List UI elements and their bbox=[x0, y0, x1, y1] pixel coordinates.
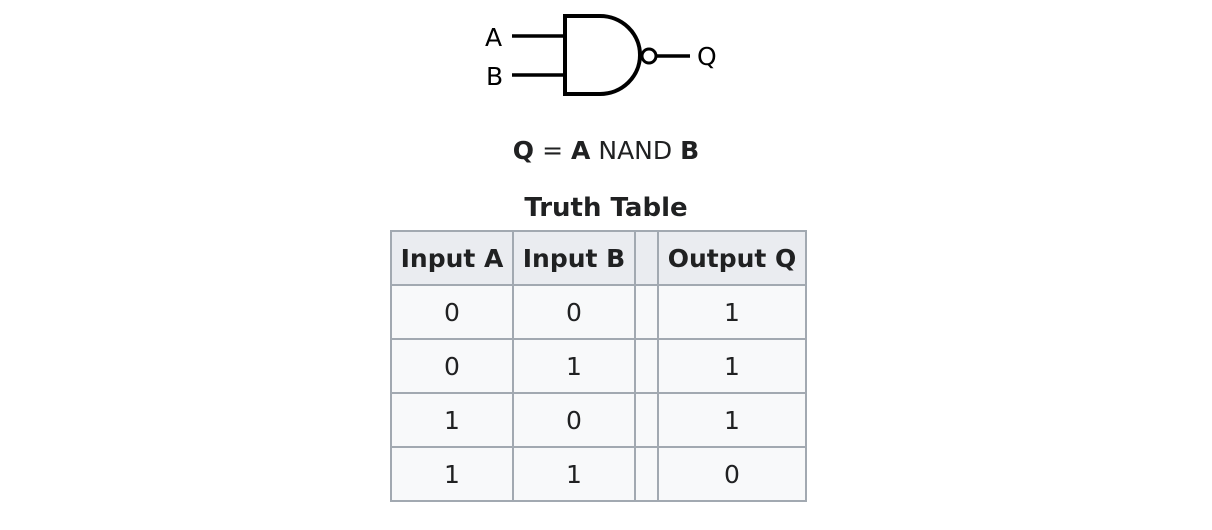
table-header-row: Input A Input B Output Q bbox=[390, 230, 807, 286]
table-row: 1 1 0 bbox=[390, 446, 807, 502]
table-row: 0 0 1 bbox=[390, 284, 807, 340]
header-input-a: Input A bbox=[390, 230, 514, 286]
input-b-label: B bbox=[486, 62, 503, 91]
cell-separator bbox=[634, 338, 659, 394]
table-row: 0 1 1 bbox=[390, 338, 807, 394]
cell-input-a: 0 bbox=[390, 338, 514, 394]
cell-input-b: 0 bbox=[512, 284, 636, 340]
nand-gate-body bbox=[563, 14, 642, 96]
cell-input-a: 0 bbox=[390, 284, 514, 340]
header-input-b: Input B bbox=[512, 230, 636, 286]
cell-input-b: 1 bbox=[512, 338, 636, 394]
cell-input-b: 0 bbox=[512, 392, 636, 448]
cell-input-a: 1 bbox=[390, 392, 514, 448]
cell-separator bbox=[634, 392, 659, 448]
cell-output-q: 1 bbox=[657, 284, 807, 340]
cell-input-b: 1 bbox=[512, 446, 636, 502]
cell-output-q: 1 bbox=[657, 392, 807, 448]
formula-operand-a: A bbox=[571, 136, 591, 165]
cell-separator bbox=[634, 284, 659, 340]
table-row: 1 0 1 bbox=[390, 392, 807, 448]
cell-input-a: 1 bbox=[390, 446, 514, 502]
input-a-label: A bbox=[485, 23, 502, 52]
formula-equals: = bbox=[542, 136, 564, 165]
cell-output-q: 1 bbox=[657, 338, 807, 394]
cell-output-q: 0 bbox=[657, 446, 807, 502]
formula-operator: NAND bbox=[598, 136, 673, 165]
inversion-bubble bbox=[640, 47, 658, 65]
header-output-q: Output Q bbox=[657, 230, 807, 286]
header-separator bbox=[634, 230, 659, 286]
output-label: Q bbox=[697, 42, 717, 71]
formula-operand-b: B bbox=[680, 136, 700, 165]
cell-separator bbox=[634, 446, 659, 502]
truth-table: Input A Input B Output Q 0 0 1 0 1 1 1 0… bbox=[390, 230, 807, 502]
formula-output: Q bbox=[512, 136, 535, 165]
nand-gate-diagram: A B Q bbox=[485, 14, 717, 96]
truth-table-caption: Truth Table bbox=[524, 193, 688, 223]
